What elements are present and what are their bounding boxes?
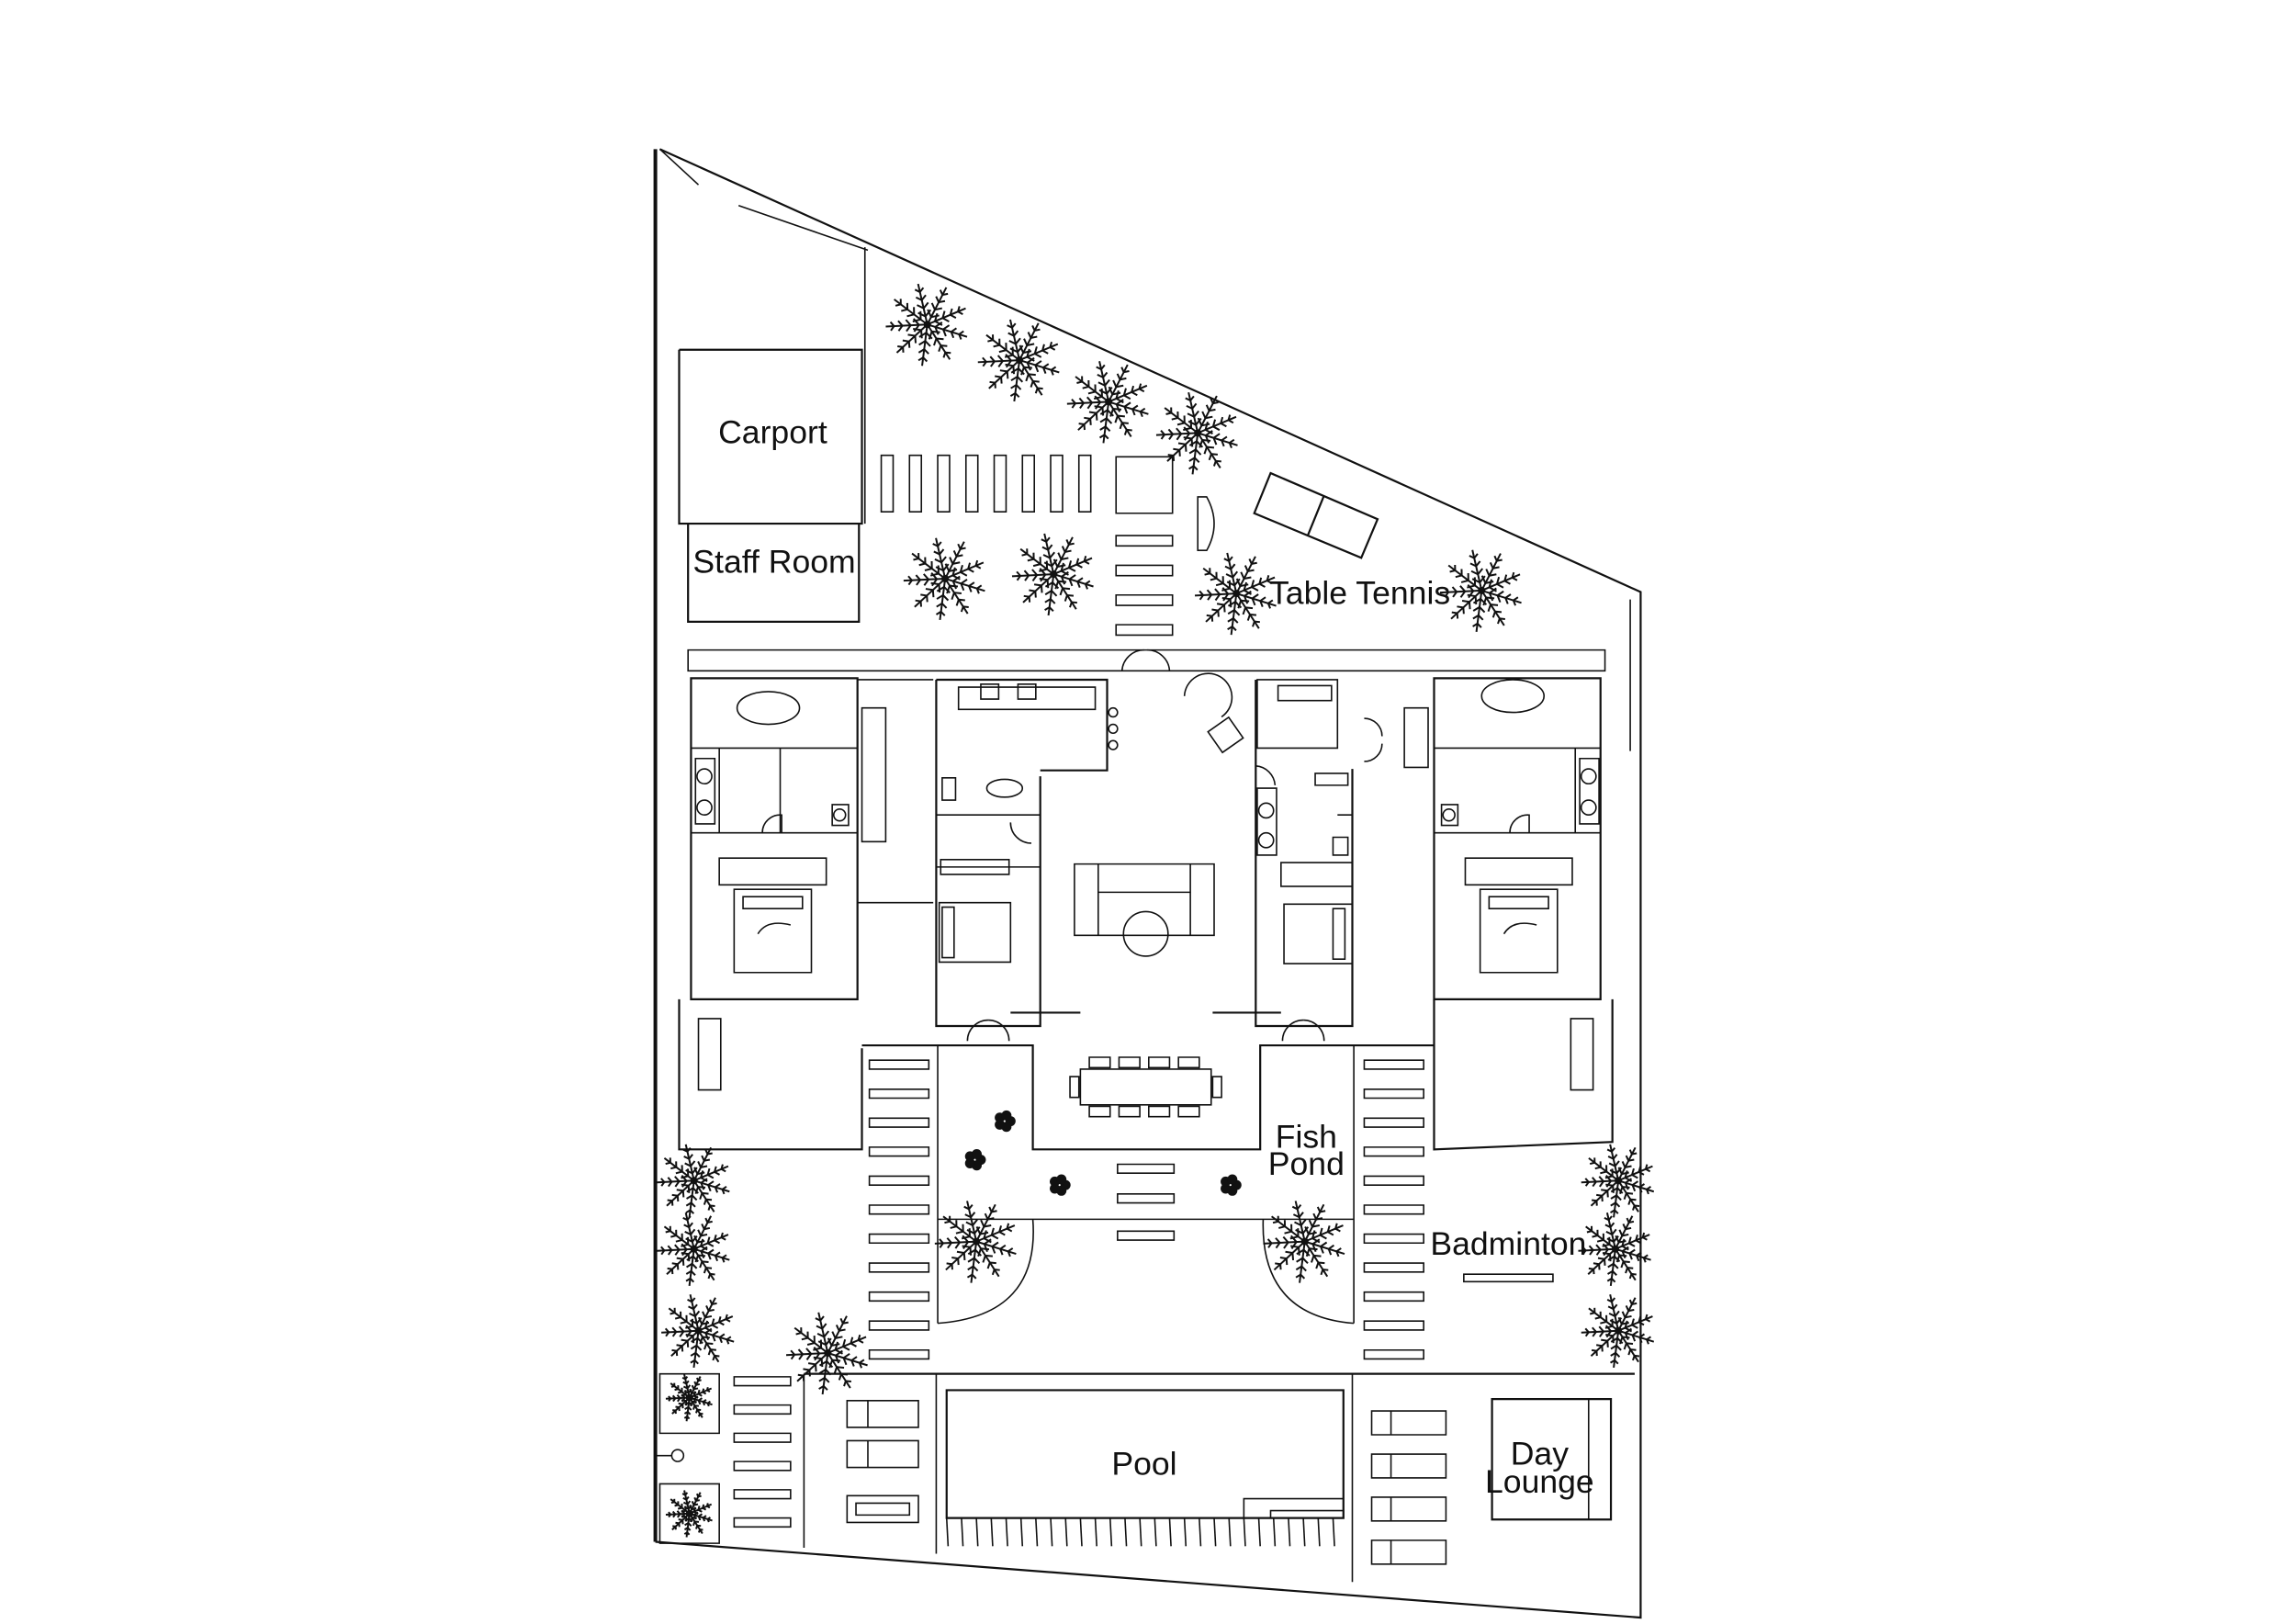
stepping-stone [1118, 1231, 1174, 1240]
stepping-stone-icon [734, 1060, 1424, 1527]
palm-tree-icon [904, 538, 985, 620]
staff-room: Staff Room [688, 524, 859, 622]
stepping-stone [870, 1235, 929, 1244]
stepping-stone [870, 1350, 929, 1359]
stepping-stone [870, 1263, 929, 1272]
palm-tree-icon [1263, 1201, 1345, 1282]
stepping-stone [1364, 1118, 1424, 1127]
stepping-stone [734, 1405, 790, 1415]
flower-icon [995, 1110, 1016, 1133]
badminton-label: Badminton [1430, 1225, 1586, 1262]
north-path [1116, 457, 1214, 635]
palm-tree-icon [1067, 361, 1149, 443]
stepping-stone [1364, 1321, 1424, 1330]
stepping-stone [870, 1176, 929, 1185]
day-lounge-label-1: Day [1511, 1435, 1569, 1472]
bed-icon [1480, 889, 1558, 973]
palm-trees [657, 284, 1654, 1537]
west-wing [691, 678, 933, 999]
central-house [936, 673, 1352, 1026]
stepping-stone [1364, 1350, 1424, 1359]
stepping-stone [734, 1433, 790, 1442]
palm-tree-icon [1440, 550, 1522, 632]
entry-gate [656, 1374, 720, 1543]
sun-lounger-icon [847, 1401, 1446, 1564]
stepping-stone [734, 1377, 790, 1386]
dining-terrace: Fish Pond [862, 1045, 1435, 1324]
pool-label: Pool [1111, 1446, 1176, 1483]
carport: Carport [679, 247, 864, 524]
door-swing-icon [967, 650, 1381, 1042]
staff-room-label: Staff Room [692, 543, 855, 580]
stepping-stone [1364, 1176, 1424, 1185]
palm-tree-icon [1156, 392, 1238, 474]
dining-table-icon [1070, 1057, 1221, 1117]
palm-tree-icon [657, 1145, 729, 1218]
flower-icon [964, 1148, 986, 1171]
palm-tree-icon [786, 1313, 868, 1394]
carport-label: Carport [718, 414, 827, 451]
stepping-stone [734, 1490, 790, 1499]
palm-tree-icon [666, 1374, 713, 1421]
fish-pond-label-1: Fish [1276, 1119, 1337, 1156]
badminton-net [1464, 1274, 1553, 1281]
stepping-stone [734, 1518, 790, 1528]
stepping-stone [870, 1147, 929, 1156]
stepping-stone [1364, 1060, 1424, 1069]
parking-stripes [882, 456, 1091, 512]
stepping-stone [870, 1292, 929, 1302]
side-terraces [679, 999, 1612, 1149]
ping-pong-table-icon [1255, 473, 1378, 558]
stepping-stone [1364, 1292, 1424, 1302]
house-north-wall [688, 650, 1604, 671]
palm-tree-icon [661, 1294, 734, 1368]
site-boundary [656, 149, 1641, 1618]
fish-pond-label-2: Pond [1268, 1145, 1345, 1182]
east-wing [1404, 678, 1601, 999]
flower-icon [1049, 1174, 1071, 1196]
stepping-stone [870, 1321, 929, 1330]
stepping-stone [870, 1205, 929, 1214]
stepping-stone [1118, 1164, 1174, 1173]
bed-icon [940, 903, 1011, 963]
palm-tree-icon [935, 1201, 1017, 1282]
palm-tree-icon [666, 1491, 713, 1538]
pool-area: Pool [804, 1374, 1635, 1583]
stepping-stone [1118, 1194, 1174, 1203]
stepping-stone [870, 1060, 929, 1069]
day-lounge: Day Lounge [1485, 1399, 1611, 1519]
palm-tree-icon [1581, 1294, 1654, 1368]
stepping-stone [734, 1461, 790, 1471]
bed-icon [734, 889, 811, 973]
table-tennis-label: Table Tennis [1269, 574, 1450, 611]
palm-tree-icon [978, 320, 1060, 401]
stepping-stone [870, 1118, 929, 1127]
flowers [964, 1110, 1242, 1196]
palm-tree-icon [1195, 553, 1277, 635]
stepping-stone [1364, 1263, 1424, 1272]
bed-icon [1284, 904, 1352, 964]
palm-tree-icon [657, 1212, 729, 1286]
stepping-stone [1364, 1205, 1424, 1214]
palm-tree-icon [885, 284, 967, 366]
stepping-stone [870, 1089, 929, 1099]
stepping-stone [1364, 1235, 1424, 1244]
palm-tree-icon [1578, 1212, 1650, 1286]
palm-tree-icon [1012, 534, 1094, 615]
stepping-stone [1364, 1089, 1424, 1099]
palm-tree-icon [1581, 1145, 1654, 1218]
stepping-stone [1364, 1147, 1424, 1156]
day-lounge-label-2: Lounge [1485, 1463, 1594, 1500]
flower-icon [1221, 1174, 1242, 1196]
